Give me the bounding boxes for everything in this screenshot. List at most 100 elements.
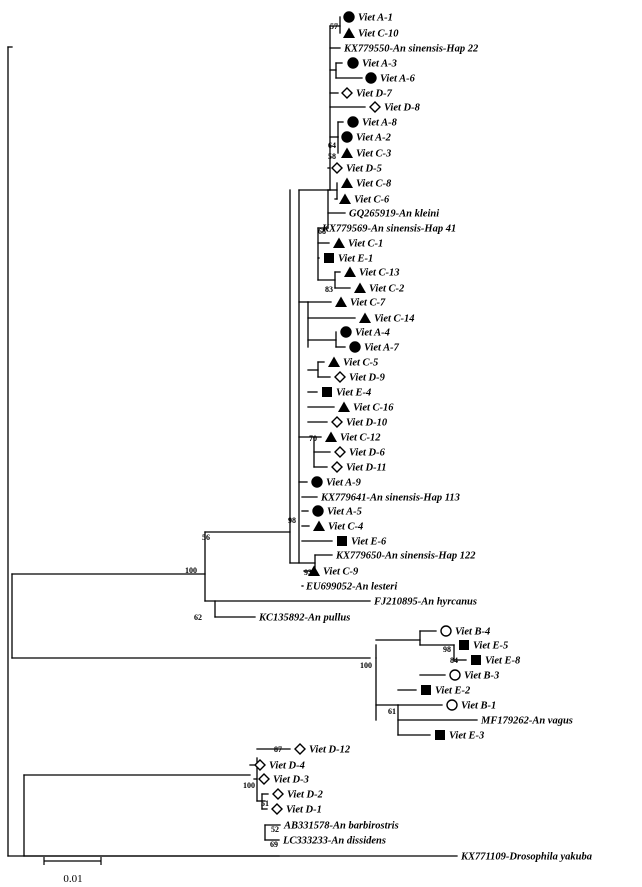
filled-circle-icon [349, 341, 361, 353]
filled-square-icon [459, 640, 469, 650]
taxon-label: Viet D-3 [273, 775, 309, 786]
bootstrap-value: 57 [330, 22, 338, 31]
filled-circle-icon [347, 57, 359, 69]
filled-triangle-icon [308, 565, 320, 576]
filled-circle-icon [365, 72, 377, 84]
taxon-label: Viet C-7 [350, 298, 386, 309]
taxon-label: Viet C-3 [356, 149, 391, 160]
filled-triangle-icon [341, 147, 353, 158]
bootstrap-value: 100 [243, 781, 255, 790]
filled-circle-icon [340, 326, 352, 338]
taxon-label: Viet A-8 [362, 118, 398, 129]
bootstrap-value: 68 [318, 227, 326, 236]
filled-square-icon [435, 730, 445, 740]
filled-triangle-icon [333, 237, 345, 248]
taxon-label: Viet D-2 [287, 790, 324, 801]
taxon-label: Viet C-2 [369, 284, 405, 295]
bootstrap-value: 56 [202, 533, 210, 542]
open-diamond-icon [341, 87, 353, 99]
open-diamond-icon [272, 788, 284, 800]
taxon-label: EU699052-An lesteri [305, 582, 397, 593]
filled-triangle-icon [344, 266, 356, 277]
taxon-label: Viet C-13 [359, 268, 400, 279]
bootstrap-value: 84 [450, 656, 458, 665]
open-circle-icon [446, 699, 458, 711]
open-diamond-icon [331, 162, 343, 174]
taxon-label: KX779569-An sinensis-Hap 41 [321, 224, 456, 235]
filled-square-icon [324, 253, 334, 263]
open-diamond-icon [369, 101, 381, 113]
scale-bar-label: 0.01 [63, 873, 82, 885]
bootstrap-value: 98 [288, 516, 296, 525]
bootstrap-value: 87 [274, 745, 282, 754]
bootstrap-value: 64 [328, 141, 336, 150]
filled-triangle-icon [354, 282, 366, 293]
bootstrap-value: 61 [388, 707, 396, 716]
taxon-label: Viet C-8 [356, 179, 392, 190]
filled-circle-icon [343, 11, 355, 23]
taxon-label: Viet E-2 [435, 686, 471, 697]
taxon-label: Viet D-12 [309, 745, 351, 756]
open-diamond-icon [294, 743, 306, 755]
taxon-label: Viet A-6 [380, 74, 416, 85]
taxon-label: Viet D-11 [346, 463, 387, 474]
taxon-label: Viet A-4 [355, 328, 390, 339]
taxon-label: Viet C-4 [328, 522, 363, 533]
taxon-label: KC135892-An pullus [258, 613, 350, 624]
taxon-label: Viet A-9 [326, 478, 362, 489]
taxon-label: Viet C-5 [343, 358, 378, 369]
open-diamond-icon [334, 446, 346, 458]
taxon-label: KX779550-An sinensis-Hap 22 [343, 44, 479, 55]
taxon-label: Viet E-4 [336, 388, 371, 399]
open-circle-icon [440, 625, 452, 637]
taxon-label: Viet C-1 [348, 239, 383, 250]
taxon-label: Viet A-7 [364, 343, 400, 354]
bootstrap-value: 51 [261, 799, 269, 808]
filled-triangle-icon [341, 177, 353, 188]
bootstrap-labels: 5764586883709893561006298841006187100515… [185, 22, 458, 849]
open-diamond-icon [254, 759, 266, 771]
filled-square-icon [337, 536, 347, 546]
filled-square-icon [471, 655, 481, 665]
bootstrap-value: 69 [270, 840, 278, 849]
open-circle-icon [449, 669, 461, 681]
taxon-label: Viet D-1 [286, 805, 322, 816]
taxon-label: KX771109-Drosophila yakuba [460, 852, 592, 863]
filled-triangle-icon [339, 193, 351, 204]
open-diamond-icon [334, 371, 346, 383]
filled-circle-icon [347, 116, 359, 128]
taxon-label: Viet E-8 [485, 656, 521, 667]
filled-triangle-icon [338, 401, 350, 412]
scale-bar: 0.01 [43, 857, 102, 885]
taxon-label: Viet D-9 [349, 373, 386, 384]
taxon-label: Viet E-5 [473, 641, 508, 652]
filled-circle-icon [341, 131, 353, 143]
taxon-label: Viet D-8 [384, 103, 421, 114]
taxon-label: Viet B-1 [461, 701, 496, 712]
taxon-label: AB331578-An barbirostris [283, 821, 399, 832]
tree-branches [7, 16, 478, 857]
taxon-label: Viet D-6 [349, 448, 386, 459]
taxon-label: Viet C-12 [340, 433, 381, 444]
taxon-label: Viet A-1 [358, 13, 393, 24]
taxon-label: FJ210895-An hyrcanus [373, 597, 477, 608]
bootstrap-value: 100 [360, 661, 372, 670]
taxon-label: Viet B-4 [455, 627, 490, 638]
taxon-label: Viet A-2 [356, 133, 392, 144]
bootstrap-value: 83 [325, 285, 333, 294]
bootstrap-value: 58 [328, 152, 336, 161]
taxon-label: Viet C-6 [354, 195, 390, 206]
bootstrap-value: 100 [185, 566, 197, 575]
taxon-label: Viet B-3 [464, 671, 499, 682]
open-diamond-icon [258, 773, 270, 785]
taxon-label: Viet E-6 [351, 537, 387, 548]
filled-triangle-icon [343, 27, 355, 38]
taxon-markers [254, 11, 481, 815]
taxon-label: Viet C-16 [353, 403, 394, 414]
taxon-label: Viet D-4 [269, 761, 305, 772]
filled-triangle-icon [359, 312, 371, 323]
taxon-label: MF179262-An vagus [480, 716, 573, 727]
taxon-label: Viet A-5 [327, 507, 362, 518]
